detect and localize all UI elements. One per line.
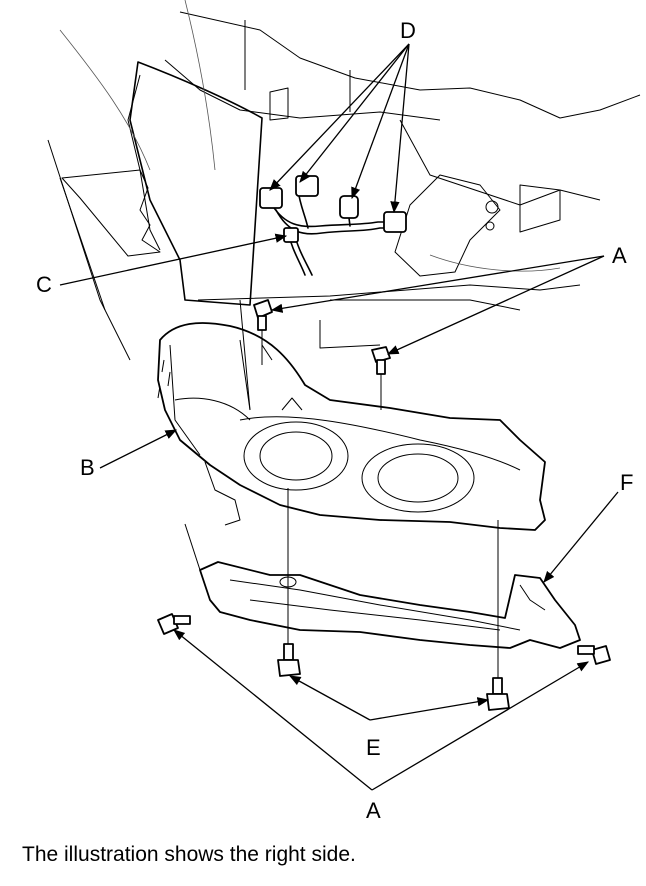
- vehicle-body-frame: [59, 0, 641, 349]
- connector-4: [383, 211, 407, 233]
- figure-caption: The illustration shows the right side.: [22, 843, 356, 866]
- alignment-lines: [239, 299, 499, 678]
- bolt-e-right: [486, 677, 510, 711]
- callout-d: D: [400, 18, 416, 43]
- callout-leaders: [59, 43, 619, 791]
- connector-1: [259, 187, 283, 209]
- fender-edge: [47, 139, 161, 361]
- callout-a-bottom: A: [366, 798, 381, 823]
- bolt-a-lower-left: [157, 613, 191, 635]
- callout-c: C: [36, 272, 52, 297]
- bolt-a-upper-left: [253, 299, 273, 331]
- headlight-removal-diagram: D C A B F E A: [36, 0, 641, 823]
- connector-3: [339, 195, 359, 219]
- callout-f: F: [620, 470, 633, 495]
- bolt-a-lower-right: [577, 645, 611, 665]
- bolt-a-upper-right: [371, 346, 391, 375]
- callout-b: B: [80, 455, 95, 480]
- harness-clip: [283, 227, 299, 243]
- connector-2: [295, 175, 319, 197]
- callout-a-top: A: [612, 243, 627, 268]
- callout-e: E: [366, 735, 381, 760]
- headlight-lower-bracket: [184, 523, 581, 649]
- bolt-e-left: [277, 643, 301, 677]
- headlight-assembly: [157, 322, 546, 531]
